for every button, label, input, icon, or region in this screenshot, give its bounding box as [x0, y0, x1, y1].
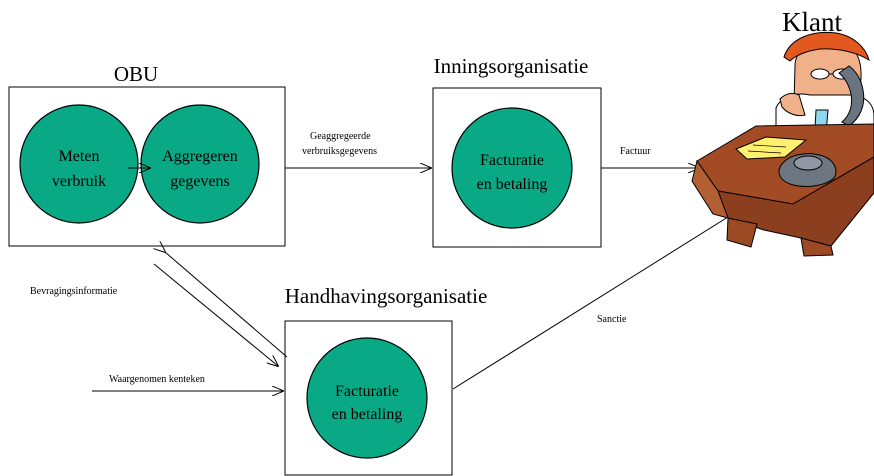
bevragings-arrow-lower [153, 263, 278, 366]
klant-group: Klant [691, 7, 874, 257]
inning-facturatie-label-line2: en betaling [477, 176, 548, 193]
meten-verbruik-label-line1: Meten [59, 148, 100, 165]
handhaving-facturatie-label-line2: en betaling [332, 406, 403, 423]
obu-group: OBU Meten verbruik Aggregeren gegevens [8, 62, 286, 247]
bevragings-arrow-upper [165, 252, 288, 358]
handhaving-facturatie-label-line1: Facturatie [335, 383, 399, 400]
waargenomen-label: Waargenomen kenteken [109, 374, 205, 385]
inning-facturatie-label-line1: Facturatie [480, 152, 544, 169]
sanctie-label: Sanctie [597, 314, 627, 325]
geaggregeerde-label-line2: verbruiksgegevens [302, 146, 377, 157]
sanctie-arrow [452, 212, 736, 390]
handhaving-group: Handhavingsorganisatie Facturatie en bet… [284, 284, 488, 476]
meten-verbruik-circle [19, 104, 139, 224]
aggregeren-gegevens-label-line1: Aggregeren [162, 148, 238, 165]
inning-title: Inningsorganisatie [434, 54, 589, 78]
handhaving-title: Handhavingsorganisatie [285, 284, 488, 308]
aggregeren-gegevens-label-line2: gegevens [170, 173, 230, 190]
customer-on-phone-at-desk-icon [691, 31, 874, 257]
bevragingsinformatie-label: Bevragingsinformatie [30, 286, 118, 297]
factuur-label: Factuur [620, 146, 651, 157]
inning-group: Inningsorganisatie Facturatie en betalin… [432, 54, 602, 248]
obu-title: OBU [114, 62, 158, 86]
handhaving-facturatie-circle [306, 337, 428, 459]
geaggregeerde-label-line1: Geaggregeerde [310, 131, 371, 142]
meten-verbruik-label-line2: verbruik [52, 173, 106, 190]
klant-title: Klant [782, 7, 842, 37]
inning-facturatie-circle [451, 107, 573, 229]
flows-group: Geaggregeerde verbruiksgegevens Factuur … [30, 131, 736, 391]
